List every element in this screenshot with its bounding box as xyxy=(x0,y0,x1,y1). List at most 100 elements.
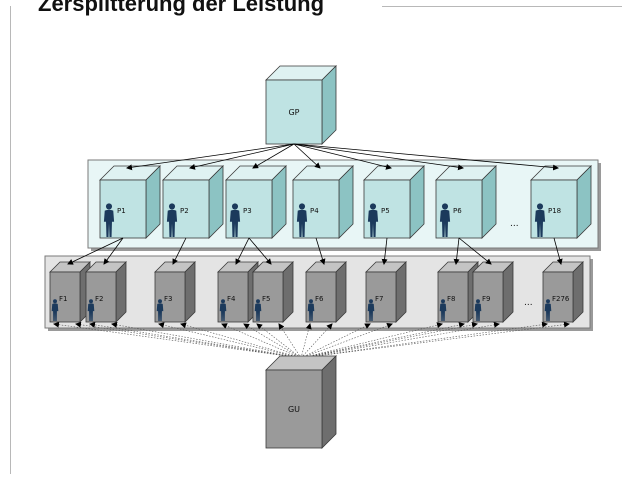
dotted-gu-f8-a xyxy=(300,322,443,359)
f-cube-5 xyxy=(252,261,294,323)
person-icon-p2 xyxy=(166,203,178,237)
p-label-2: P2 xyxy=(180,207,189,215)
arrow-p-f-2 xyxy=(103,237,124,265)
f-label-6: F6 xyxy=(315,295,324,303)
gp-cube: GP xyxy=(265,65,337,145)
f-cube-10-front xyxy=(542,271,574,323)
dotted-gu-f7-a xyxy=(300,323,371,359)
p-cube-7 xyxy=(530,165,592,239)
dotted-gu-f4-a xyxy=(221,323,302,359)
frame-left-rule xyxy=(10,6,11,474)
p-cube-6 xyxy=(435,165,497,239)
arrow-p-f-10 xyxy=(553,237,563,265)
f-cube-2-side xyxy=(115,261,127,323)
person-icon-p6 xyxy=(439,203,451,237)
arrow-p-f-3 xyxy=(172,237,187,265)
dotted-gu-f9-b xyxy=(300,321,500,359)
dotted-gu-f7-b xyxy=(300,322,393,359)
p-cube-5 xyxy=(363,165,425,239)
dotted-gu-f3-a xyxy=(158,322,302,359)
p-label-3: P3 xyxy=(243,207,252,215)
gu-cube-side xyxy=(321,355,337,449)
p-label-1: P1 xyxy=(117,207,126,215)
f-cube-9-front xyxy=(472,271,504,323)
arrow-p-f-9 xyxy=(458,237,492,265)
frame-top-rule xyxy=(382,6,622,7)
gu-cube-label: GU xyxy=(288,405,300,414)
arrow-gp-p2 xyxy=(189,143,295,170)
f-cube-7-side xyxy=(395,261,407,323)
gu-cube-front xyxy=(265,369,323,449)
arrow-p-f-8 xyxy=(453,237,460,265)
f-label-3: F3 xyxy=(164,295,172,303)
f-cube-3 xyxy=(154,261,196,323)
p-label-7: P18 xyxy=(548,207,561,215)
f-cube-3-side xyxy=(184,261,196,323)
f-cube-3-front xyxy=(154,271,186,323)
f-cube-4-front xyxy=(217,271,249,323)
arrow-gp-p1 xyxy=(126,143,295,171)
f-label-4: F4 xyxy=(227,295,236,303)
arrow-gp-p7 xyxy=(293,143,559,171)
dotted-gu-f2-a xyxy=(89,321,302,359)
person-icon-p4 xyxy=(296,203,308,237)
f-label-5: F5 xyxy=(262,295,270,303)
person-icon-p3 xyxy=(229,203,241,237)
slide-title: Zersplitterung der Leistung xyxy=(34,0,329,17)
arrow-p-f-5 xyxy=(248,237,272,265)
p-label-4: P4 xyxy=(310,207,319,215)
f-cube-8-front xyxy=(437,271,469,323)
f-cube-1 xyxy=(49,261,91,323)
arrow-gp-p3 xyxy=(252,143,295,169)
f-cube-6-side xyxy=(335,261,347,323)
f-label-9: F9 xyxy=(482,295,490,303)
person-icon-p7 xyxy=(534,203,546,237)
f-cube-7-front xyxy=(365,271,397,323)
arrow-p-f-4 xyxy=(235,237,250,265)
f-cube-9-side xyxy=(502,261,514,323)
p-cube-4 xyxy=(292,165,354,239)
gu-cube: GU xyxy=(265,355,337,449)
f-label-10: F276 xyxy=(552,295,570,303)
f-cube-6-front xyxy=(305,271,337,323)
dotted-gu-f5-b xyxy=(278,323,302,359)
f-cube-2-front xyxy=(85,271,117,323)
p-cube-1 xyxy=(99,165,161,239)
arrow-p-f-1 xyxy=(67,237,124,265)
arrow-gp-p4 xyxy=(293,143,321,169)
f-ellipsis: ... xyxy=(524,298,533,308)
dotted-gu-f4-b xyxy=(243,323,302,359)
f-cube-6 xyxy=(305,261,347,323)
f-cube-10-side xyxy=(572,261,584,323)
f-cube-5-side xyxy=(282,261,294,323)
gp-cube-side xyxy=(321,65,337,145)
f-label-1: F1 xyxy=(59,295,67,303)
dotted-gu-f10-b xyxy=(300,321,570,359)
p-ellipsis: ... xyxy=(510,219,519,229)
f-label-7: F7 xyxy=(375,295,383,303)
f-label-2: F2 xyxy=(95,295,103,303)
arrow-gp-p5 xyxy=(293,143,392,170)
f-cube-8 xyxy=(437,261,479,323)
f-label-8: F8 xyxy=(447,295,455,303)
f-cube-7 xyxy=(365,261,407,323)
dotted-gu-f1-b xyxy=(75,321,302,359)
dotted-gu-f2-b xyxy=(111,321,302,359)
arrow-p-f-7 xyxy=(381,237,388,265)
f-cube-2 xyxy=(85,261,127,323)
dotted-gu-f8-b xyxy=(300,322,465,359)
arrow-p-f-6 xyxy=(315,237,326,265)
p-label-5: P5 xyxy=(381,207,390,215)
arrow-gp-p6 xyxy=(293,143,464,171)
f-cube-10 xyxy=(542,261,584,323)
f-cube-1-front xyxy=(49,271,81,323)
p-cube-2 xyxy=(162,165,224,239)
gp-cube-label: GP xyxy=(288,108,299,117)
f-cube-5-front xyxy=(252,271,284,323)
dotted-gu-f1-a xyxy=(53,321,302,359)
f-cube-9 xyxy=(472,261,514,323)
person-icon-p1 xyxy=(103,203,115,237)
dotted-gu-f10-a xyxy=(300,321,548,359)
